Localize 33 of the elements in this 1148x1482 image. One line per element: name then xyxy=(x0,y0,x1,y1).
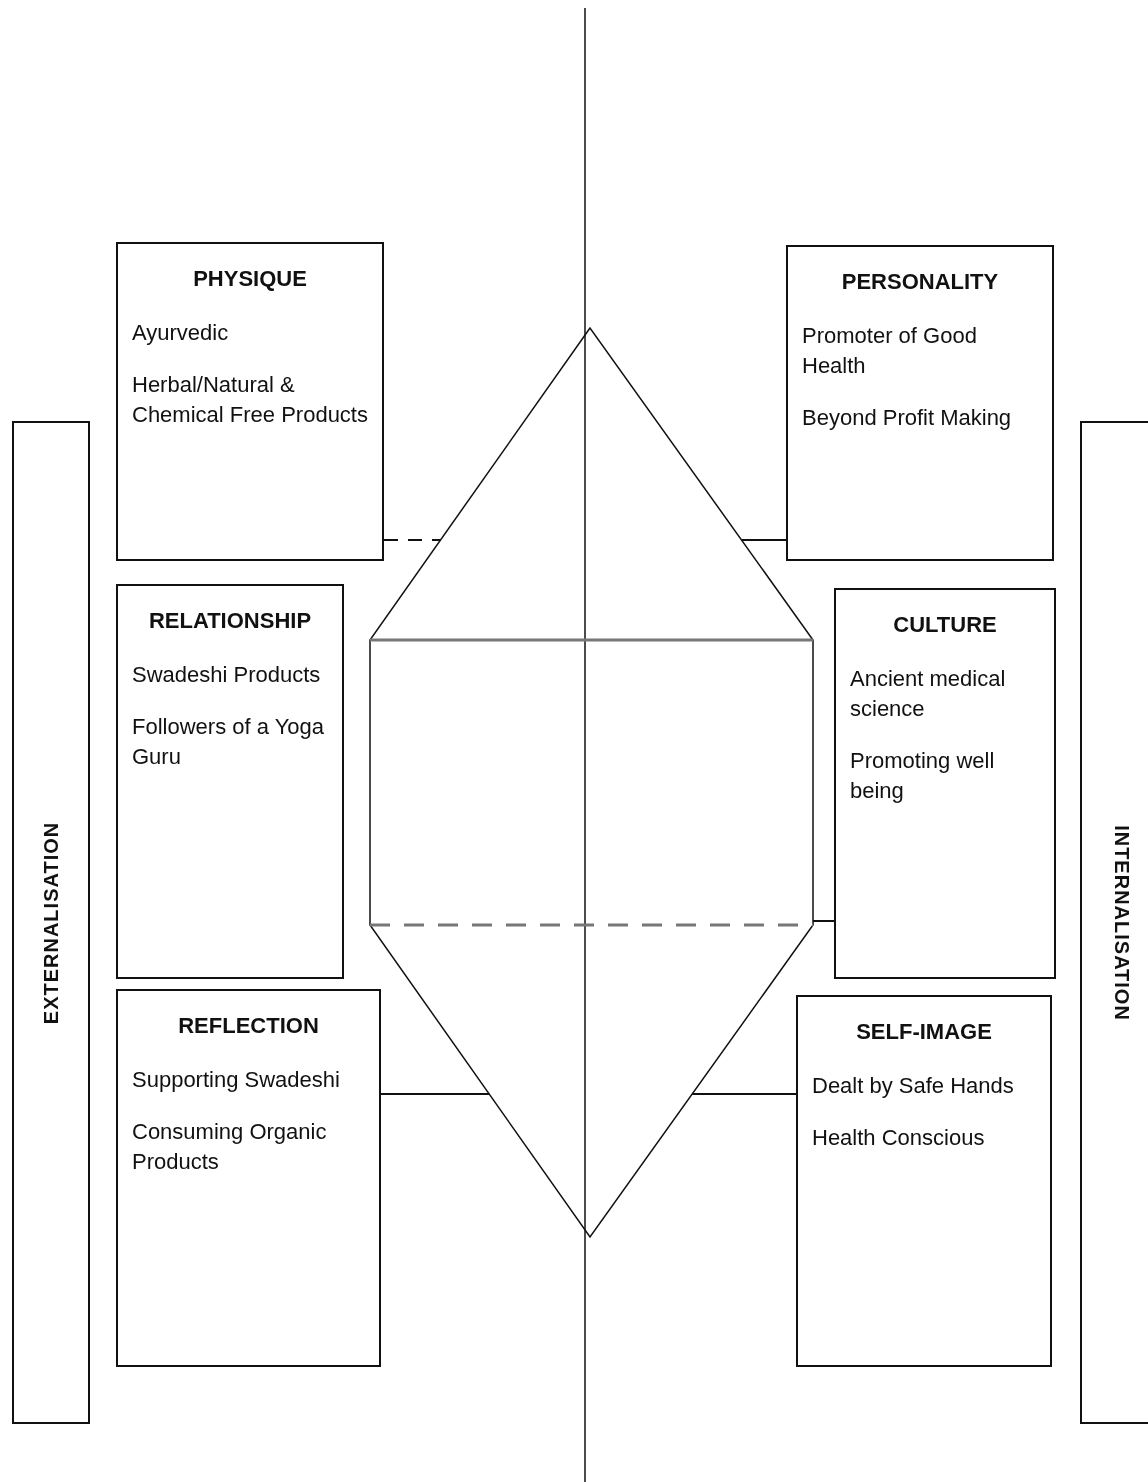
side-bar xyxy=(12,421,90,1424)
box-item: Consuming Organic Products xyxy=(132,1118,328,1176)
attribute-box xyxy=(116,989,381,1367)
box-item: Dealt by Safe Hands xyxy=(812,1072,1015,1100)
attribute-box xyxy=(786,245,1054,561)
box-item: Promoting well being xyxy=(850,747,996,805)
box-heading: RELATIONSHIP xyxy=(147,608,313,634)
connector-line xyxy=(740,539,787,541)
box-heading: CULTURE xyxy=(892,612,998,638)
connector-line xyxy=(383,539,442,541)
box-item: Ancient medical science xyxy=(850,665,1007,723)
box-item: Promoter of Good Health xyxy=(802,322,978,380)
box-item: Herbal/Natural & Chemical Free Products xyxy=(132,371,368,429)
box-item: Ayurvedic xyxy=(132,319,230,347)
box-item: Swadeshi Products xyxy=(132,661,322,689)
box-heading: SELF-IMAGE xyxy=(855,1019,993,1045)
attribute-box xyxy=(796,995,1052,1367)
attribute-box xyxy=(834,588,1056,979)
box-item: Beyond Profit Making xyxy=(802,404,1013,432)
side-label: EXTERNALISATION xyxy=(39,821,63,1024)
box-item: Health Conscious xyxy=(812,1124,986,1152)
box-heading: REFLECTION xyxy=(177,1013,320,1039)
box-item: Followers of a Yoga Guru xyxy=(132,713,326,771)
box-item: Supporting Swadeshi xyxy=(132,1066,341,1094)
connector-line xyxy=(691,1093,797,1095)
side-label: INTERNALISATION xyxy=(1109,824,1133,1021)
attribute-box xyxy=(116,242,384,561)
attribute-box xyxy=(116,584,344,979)
box-heading: PHYSIQUE xyxy=(192,266,308,292)
connector-line xyxy=(812,920,835,922)
box-heading: PERSONALITY xyxy=(840,269,1000,295)
connector-line xyxy=(380,1093,491,1095)
side-bar xyxy=(1080,421,1148,1424)
